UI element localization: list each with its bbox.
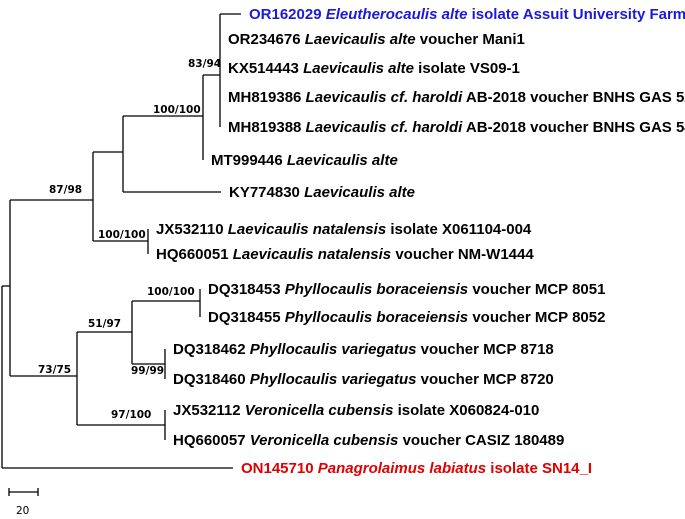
taxon-label: DQ318460 Phyllocaulis variegatus voucher… — [173, 371, 554, 388]
scale-bar: 20 — [8, 488, 39, 517]
support-value-node-a: 83/94 — [188, 58, 221, 70]
taxon-qualifier: voucher MCP 8720 — [416, 371, 553, 388]
scale-bar-line — [8, 488, 39, 496]
taxon-species: Laevicaulis alte — [283, 152, 398, 169]
taxon-qualifier: isolate SN14_I — [486, 460, 592, 477]
taxon-species: Panagrolaimus labiatus — [314, 460, 487, 477]
scale-bar-label: 20 — [16, 505, 29, 517]
taxon-accession: MT999446 — [211, 152, 283, 169]
taxon-species: Phyllocaulis variegatus — [246, 371, 417, 388]
support-values: 83/94 100/100 87/98 100/100 100/100 51/9… — [38, 58, 221, 421]
taxon-species: Veronicella cubensis — [241, 402, 394, 419]
taxon-label: OR234676 Laevicaulis alte voucher Mani1 — [228, 31, 525, 48]
taxon-label: DQ318462 Phyllocaulis variegatus voucher… — [173, 341, 554, 358]
taxon-qualifier: isolate VS09-1 — [414, 60, 520, 77]
taxon-label: JX532110 Laevicaulis natalensis isolate … — [156, 221, 532, 238]
support-value-node-g: 99/99 — [131, 365, 164, 377]
taxon-label: KY774830 Laevicaulis alte — [229, 184, 415, 201]
taxon-species: Laevicaulis alte — [299, 60, 414, 77]
taxon-species: Eleutherocaulis alte — [322, 6, 468, 23]
taxon-accession: ON145710 — [241, 460, 314, 477]
taxon-label: DQ318455 Phyllocaulis boraceiensis vouch… — [208, 309, 605, 326]
taxon-label: DQ318453 Phyllocaulis boraceiensis vouch… — [208, 281, 605, 298]
taxon-qualifier: isolate X060824-010 — [393, 402, 539, 419]
taxon-accession: KX514443 — [228, 60, 299, 77]
taxon-species: Phyllocaulis boraceiensis — [281, 309, 469, 326]
taxon-label: MT999446 Laevicaulis alte — [211, 152, 398, 169]
taxon-species: Laevicaulis cf. haroldi — [301, 119, 463, 136]
taxon-species: Phyllocaulis boraceiensis — [281, 281, 469, 298]
taxon-label: KX514443 Laevicaulis alte isolate VS09-1 — [228, 60, 520, 77]
taxon-label: ON145710 Panagrolaimus labiatus isolate … — [241, 460, 592, 477]
taxon-label: MH819388 Laevicaulis cf. haroldi AB-2018… — [228, 119, 685, 136]
taxon-species: Phyllocaulis variegatus — [246, 341, 417, 358]
taxon-qualifier: voucher CASIZ 180489 — [398, 432, 564, 449]
taxon-accession: JX532110 — [156, 221, 224, 238]
taxon-accession: DQ318462 — [173, 341, 246, 358]
support-value-node-b: 100/100 — [153, 104, 201, 116]
taxon-species: Laevicaulis cf. haroldi — [301, 89, 463, 106]
taxon-accession: MH819386 — [228, 89, 301, 106]
support-value-node-f: 51/97 — [88, 318, 121, 330]
support-value-node-e: 100/100 — [147, 286, 195, 298]
taxon-qualifier: isolate X061104-004 — [386, 221, 532, 238]
taxon-species: Veronicella cubensis — [246, 432, 399, 449]
taxon-accession: DQ318460 — [173, 371, 246, 388]
taxon-species: Laevicaulis natalensis — [229, 246, 392, 263]
support-value-node-d: 100/100 — [98, 229, 146, 241]
taxon-qualifier: isolate Assuit University Farm — [467, 6, 685, 23]
taxon-label: HQ660051 Laevicaulis natalensis voucher … — [156, 246, 534, 263]
taxon-accession: KY774830 — [229, 184, 300, 201]
taxon-qualifier: voucher Mani1 — [416, 31, 525, 48]
support-value-node-c: 87/98 — [49, 184, 82, 196]
taxon-qualifier: voucher MCP 8052 — [468, 309, 605, 326]
taxon-species: Laevicaulis alte — [301, 31, 416, 48]
taxon-qualifier: AB-2018 voucher BNHS GAS 52 — [462, 89, 685, 106]
taxon-accession: OR234676 — [228, 31, 301, 48]
taxon-qualifier: voucher NM-W1444 — [391, 246, 534, 263]
taxon-labels: OR162029 Eleutherocaulis alte isolate As… — [156, 6, 685, 477]
taxon-qualifier: voucher MCP 8051 — [468, 281, 605, 298]
taxon-accession: DQ318455 — [208, 309, 281, 326]
taxon-accession: MH819388 — [228, 119, 301, 136]
tree-branches — [1, 13, 241, 469]
taxon-accession: HQ660051 — [156, 246, 229, 263]
taxon-qualifier: AB-2018 voucher BNHS GAS 54 — [462, 119, 685, 136]
taxon-accession: JX532112 — [173, 402, 241, 419]
taxon-species: Laevicaulis natalensis — [224, 221, 387, 238]
taxon-species: Laevicaulis alte — [300, 184, 415, 201]
support-value-node-h: 97/100 — [111, 409, 151, 421]
taxon-qualifier: voucher MCP 8718 — [416, 341, 553, 358]
taxon-label: HQ660057 Veronicella cubensis voucher CA… — [173, 432, 564, 449]
taxon-label: OR162029 Eleutherocaulis alte isolate As… — [249, 6, 685, 23]
support-value-node-i: 73/75 — [38, 364, 71, 376]
taxon-accession: DQ318453 — [208, 281, 281, 298]
taxon-label: MH819386 Laevicaulis cf. haroldi AB-2018… — [228, 89, 685, 106]
taxon-label: JX532112 Veronicella cubensis isolate X0… — [173, 402, 539, 419]
taxon-accession: OR162029 — [249, 6, 322, 23]
taxon-accession: HQ660057 — [173, 432, 246, 449]
